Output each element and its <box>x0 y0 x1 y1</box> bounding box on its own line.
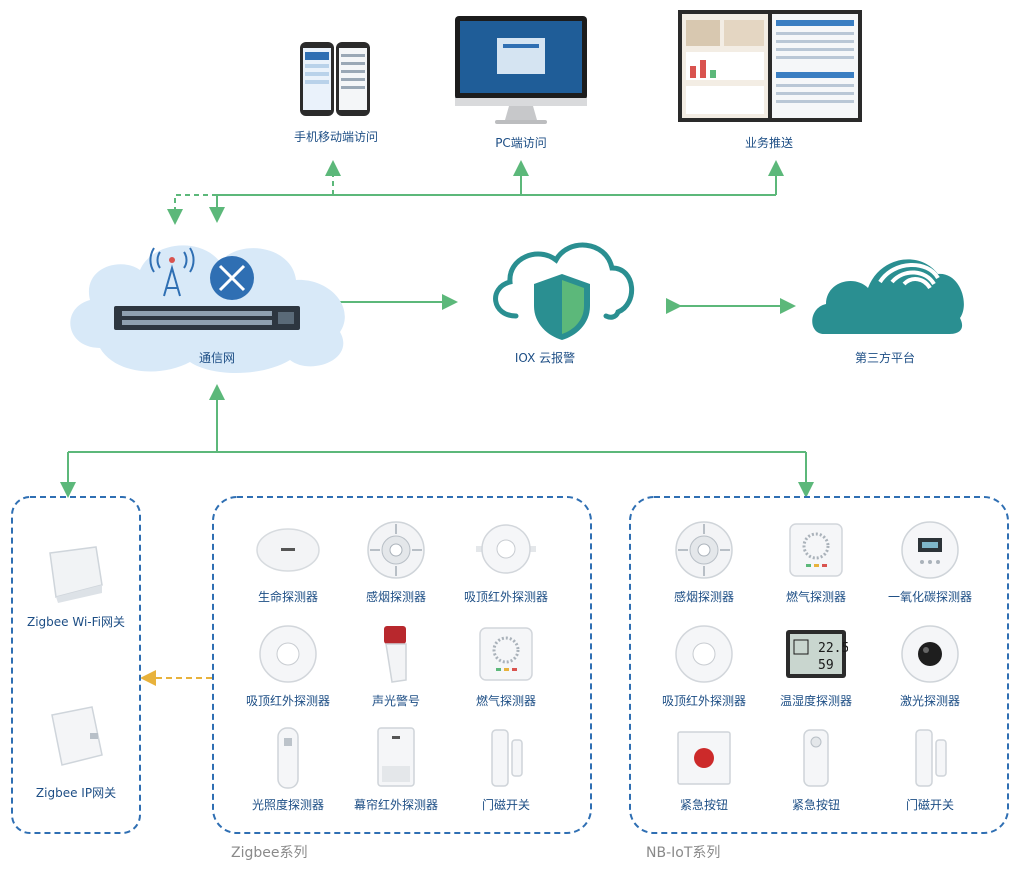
device-laser-detector: 激光探测器 <box>870 622 990 709</box>
arrow-to-network-2 <box>167 194 217 225</box>
device-door-magnet: 门磁开关 <box>446 726 566 813</box>
gateway-label: Zigbee IP网关 <box>35 786 117 800</box>
mobile-phones <box>296 40 376 120</box>
device-label: 吸顶红外探测器 <box>463 590 548 604</box>
communication-network <box>60 228 356 378</box>
door-magnet-icon <box>898 726 962 790</box>
device-label: 幕帘红外探测器 <box>353 798 438 812</box>
device-ceiling-infrared: 吸顶红外探测器 <box>228 622 348 709</box>
device-label: 声光警号 <box>371 694 420 708</box>
wifi-gateway-icon <box>42 545 108 605</box>
door-magnet-icon <box>474 726 538 790</box>
device-label: 吸顶红外探测器 <box>661 694 746 708</box>
device-gas-detector: 燃气探测器 <box>446 622 566 709</box>
dashboard-screen-icon <box>678 10 862 122</box>
device-light-sensor: 光照度探测器 <box>228 726 348 813</box>
emergency-button-icon <box>784 726 848 790</box>
pc-access-label: PC端访问 <box>495 136 547 150</box>
smartphone-icon <box>300 42 370 116</box>
device-life-detector: 生命探测器 <box>228 518 348 605</box>
gateway-label: Zigbee Wi-Fi网关 <box>27 615 125 629</box>
device-label: 紧急按钮 <box>679 798 728 812</box>
thermo-hygrometer-icon: 22.5 59 <box>784 622 848 686</box>
device-door-magnet: 门磁开关 <box>870 726 990 813</box>
device-smoke-detector: 感烟探测器 <box>336 518 456 605</box>
pc-monitor <box>453 14 589 126</box>
curtain-infrared-icon <box>364 726 428 790</box>
gas-detector-icon <box>784 518 848 582</box>
device-label: 感烟探测器 <box>673 590 734 604</box>
laser-detector-icon <box>898 622 962 686</box>
smoke-detector-icon <box>364 518 428 582</box>
gas-detector-icon <box>474 622 538 686</box>
third-party-cloud-icon <box>812 259 964 334</box>
monitor-icon <box>455 16 587 124</box>
device-curtain-infrared: 幕帘红外探测器 <box>336 726 456 813</box>
device-label: 燃气探测器 <box>475 694 536 708</box>
siren-icon <box>364 622 428 686</box>
life-detector-icon <box>256 518 320 582</box>
smoke-detector-icon <box>672 518 736 582</box>
device-label: 吸顶红外探测器 <box>245 694 330 708</box>
device-smoke-detector: 感烟探测器 <box>644 518 764 605</box>
device-ceiling-infrared: 吸顶红外探测器 <box>446 518 566 605</box>
iox-cloud-alarm <box>486 232 638 342</box>
light-sensor-icon <box>256 726 320 790</box>
third-party-label: 第三方平台 <box>854 351 916 365</box>
device-label: 一氧化碳探测器 <box>887 590 972 604</box>
ceiling-infrared-icon <box>474 518 538 582</box>
device-label: 门磁开关 <box>905 798 954 812</box>
co-detector-icon <box>898 518 962 582</box>
device-emergency-button: 紧急按钮 <box>756 726 876 813</box>
ip-gateway-icon <box>46 705 108 769</box>
device-label: 温湿度探测器 <box>779 694 852 708</box>
iox-alarm-label: IOX 云报警 <box>514 351 576 365</box>
device-thermo-hygrometer: 22.5 59 温湿度探测器 <box>756 622 876 709</box>
device-co-detector: 一氧化碳探测器 <box>870 518 990 605</box>
device-label: 激光探测器 <box>899 694 960 708</box>
ceiling-infrared-icon <box>672 622 736 686</box>
device-label: 生命探测器 <box>257 590 318 604</box>
zigbee-caption: Zigbee系列 <box>231 845 308 861</box>
zigbee-group-box <box>212 496 592 834</box>
device-siren: 声光警号 <box>336 622 456 709</box>
device-label: 门磁开关 <box>481 798 530 812</box>
temperature-reading: 22.5 <box>818 641 848 656</box>
gateway-group-box <box>11 496 141 834</box>
business-dashboard <box>678 10 862 122</box>
device-label: 光照度探测器 <box>251 798 324 812</box>
shield-cloud-icon <box>493 242 634 340</box>
network-label: 通信网 <box>198 351 236 365</box>
third-party-platform <box>810 238 966 338</box>
device-label: 燃气探测器 <box>785 590 846 604</box>
device-label: 感烟探测器 <box>365 590 426 604</box>
device-label: 紧急按钮 <box>791 798 840 812</box>
device-ceiling-infrared: 吸顶红外探测器 <box>644 622 764 709</box>
business-push-label: 业务推送 <box>744 136 794 150</box>
device-gas-detector: 燃气探测器 <box>756 518 876 605</box>
humidity-reading: 59 <box>818 658 834 673</box>
device-emergency-button: 紧急按钮 <box>644 726 764 813</box>
network-cloud-icon <box>70 245 345 373</box>
mobile-access-label: 手机移动端访问 <box>293 130 379 144</box>
emergency-button-icon <box>672 726 736 790</box>
nbiot-group-box <box>629 496 1009 834</box>
ceiling-infrared-icon <box>256 622 320 686</box>
nbiot-caption: NB-IoT系列 <box>646 845 721 861</box>
